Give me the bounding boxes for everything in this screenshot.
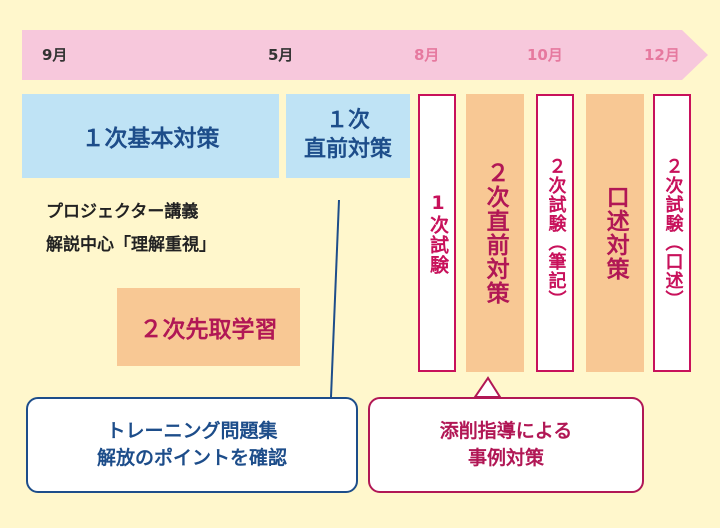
connector-line-correction [473, 376, 502, 398]
block-second-advance-label: ２次先取学習 [139, 317, 278, 343]
timeline-bar [22, 30, 708, 80]
block-second-written-exam-label: ２次試験（筆記） [545, 157, 567, 309]
connector-line-training [330, 199, 340, 398]
callout-training-text: トレーニング問題集 解放のポイントを確認 [96, 420, 287, 469]
block-oral-prep: 口述対策 [586, 94, 644, 372]
month-label-september: 9月 [42, 46, 68, 64]
block-second-written-exam: ２次試験（筆記） [536, 94, 574, 372]
block-second-advance: ２次先取学習 [117, 288, 300, 366]
callout-correction-text: 添削指導による 事例対策 [439, 420, 573, 469]
block-first-exam: 1次試験 [418, 94, 456, 372]
block-first-basic: １次基本対策 [22, 94, 279, 178]
block-second-oral-exam-label: ２次試験（口述） [662, 157, 684, 309]
lecture-caption: プロジェクター講義 解説中心「理解重視」 [46, 196, 286, 262]
block-second-oral-exam: ２次試験（口述） [653, 94, 691, 372]
block-first-pre-exam: １次 直前対策 [286, 94, 410, 178]
callout-training: トレーニング問題集 解放のポイントを確認 [26, 397, 358, 493]
month-label-december: 12月 [644, 46, 680, 64]
block-second-pre-exam-label: ２次直前対策 [482, 161, 509, 305]
month-label-may: 5月 [268, 46, 294, 64]
block-first-pre-exam-label: １次 直前対策 [303, 108, 392, 162]
lecture-caption-line1: プロジェクター講義 [46, 202, 199, 222]
block-second-pre-exam: ２次直前対策 [466, 94, 524, 372]
block-first-exam-label: 1次試験 [426, 191, 449, 275]
month-label-october: 10月 [527, 46, 563, 64]
block-first-basic-label: １次基本対策 [81, 126, 220, 152]
block-oral-prep-label: 口述対策 [602, 185, 629, 281]
callout-correction: 添削指導による 事例対策 [368, 397, 644, 493]
lecture-caption-line2: 解説中心「理解重視」 [46, 235, 216, 255]
month-label-august: 8月 [414, 46, 440, 64]
